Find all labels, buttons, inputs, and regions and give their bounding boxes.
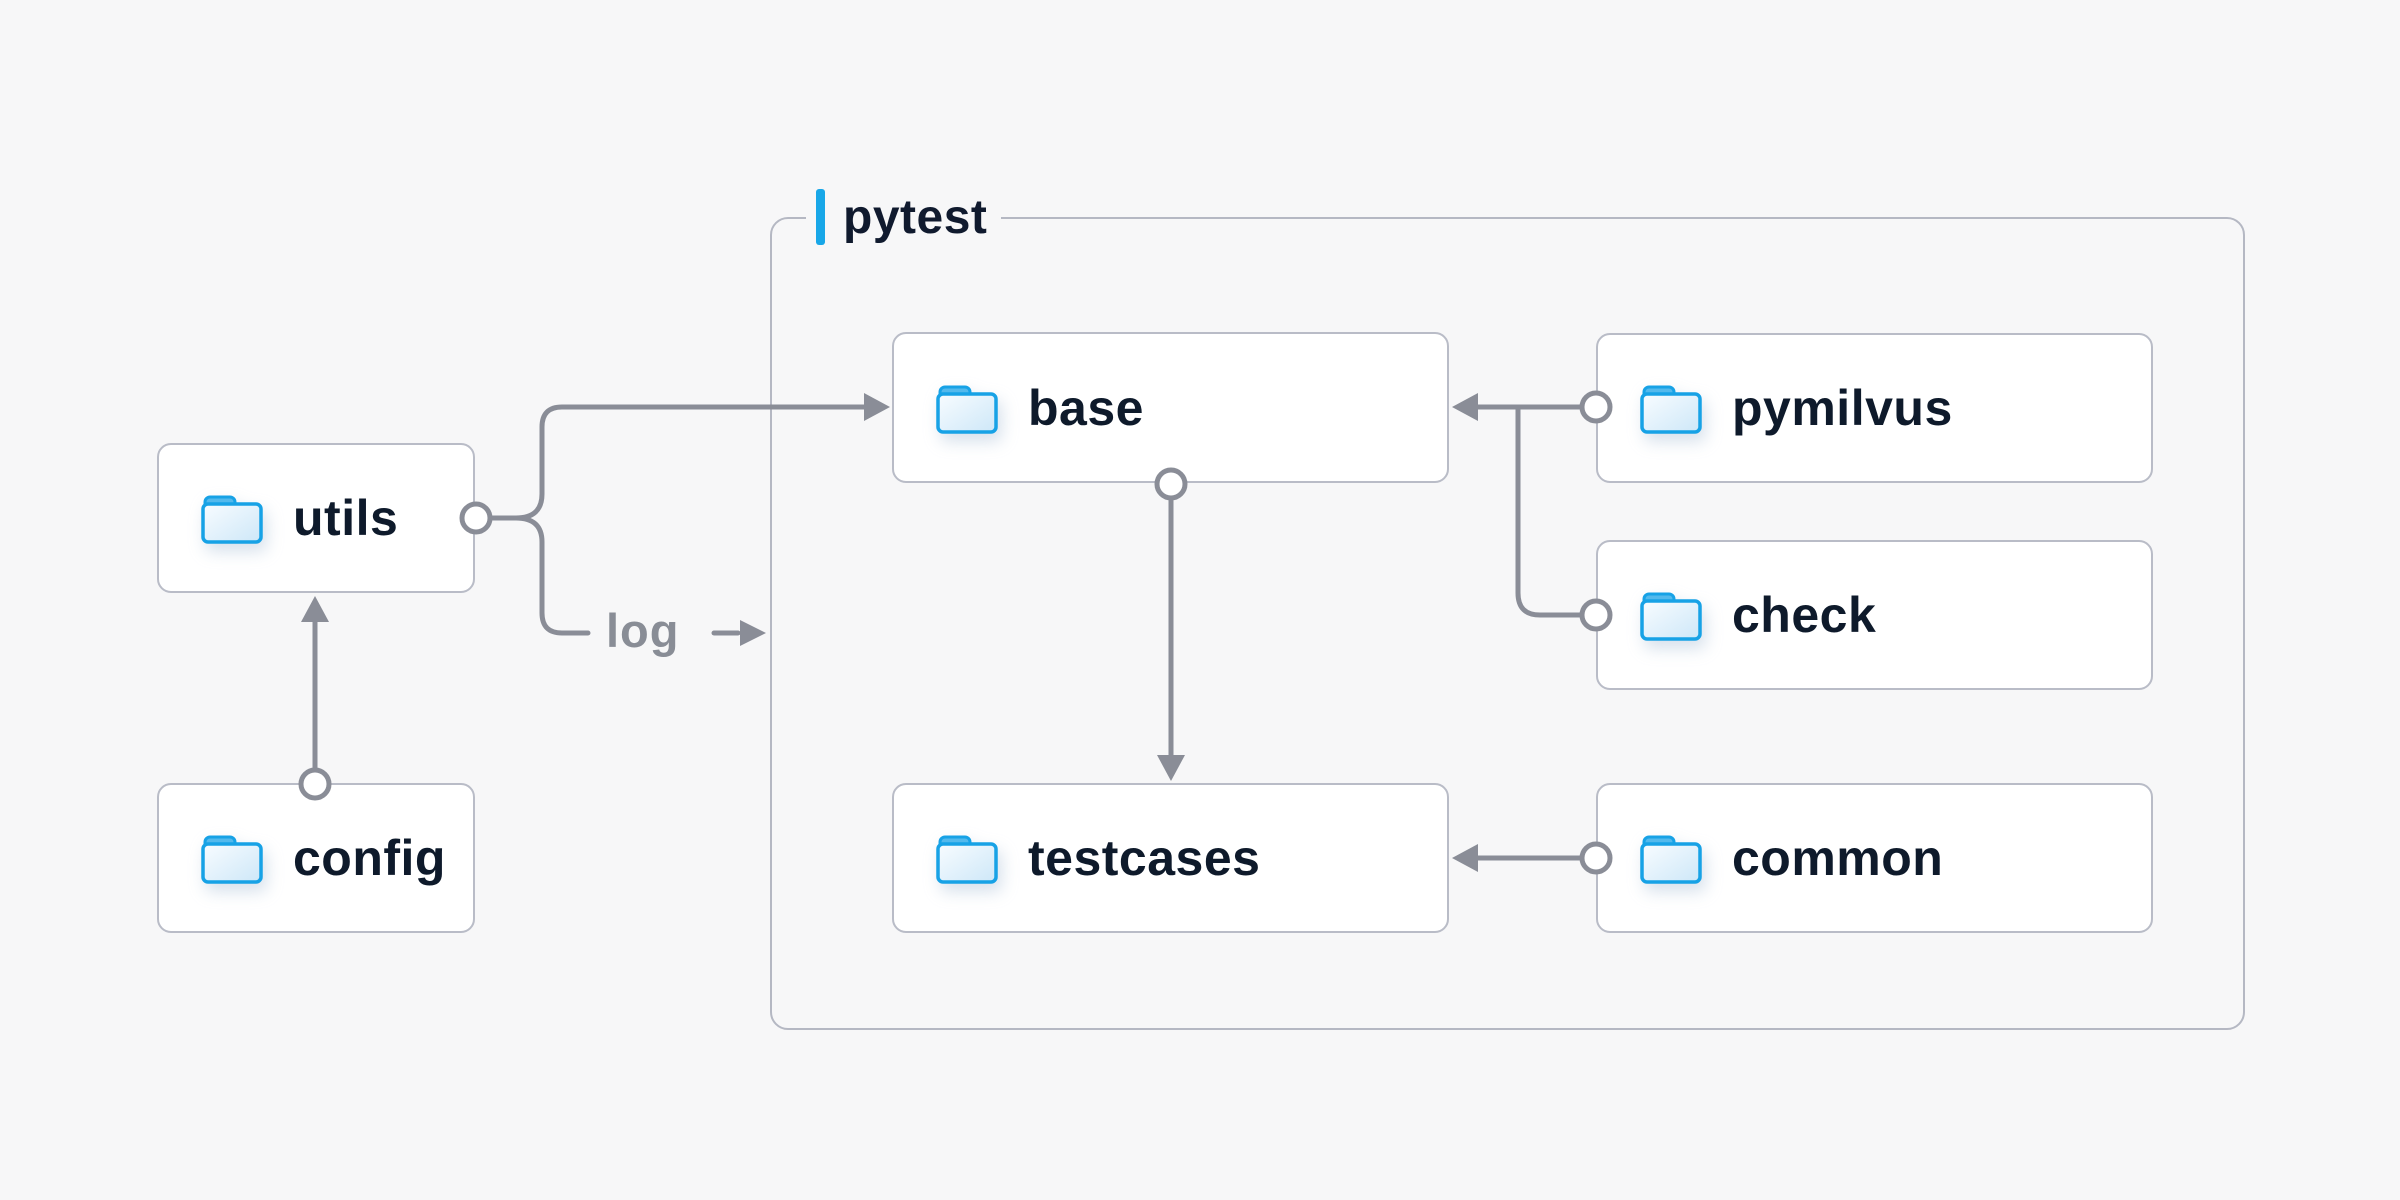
node-label: check	[1732, 587, 1877, 643]
folder-icon	[936, 835, 998, 884]
folder-icon	[201, 835, 263, 884]
node-label: testcases	[1028, 830, 1261, 886]
node-label: utils	[293, 490, 399, 546]
node-check[interactable]: check	[1596, 540, 2153, 690]
node-pymilvus[interactable]: pymilvus	[1596, 333, 2153, 483]
node-base[interactable]: base	[892, 332, 1449, 483]
node-label: common	[1732, 830, 1944, 886]
node-testcases[interactable]: testcases	[892, 783, 1449, 933]
pytest-group-title: pytest	[843, 190, 988, 244]
node-config[interactable]: config	[157, 783, 475, 933]
pytest-group-label: pytest	[806, 186, 1002, 248]
node-utils[interactable]: utils	[157, 443, 475, 593]
edge-label-log: log	[598, 603, 688, 658]
folder-icon	[1640, 385, 1702, 434]
folder-icon	[201, 495, 263, 544]
accent-bar	[816, 189, 825, 245]
node-common[interactable]: common	[1596, 783, 2153, 933]
node-label: base	[1028, 379, 1144, 436]
folder-icon	[1640, 835, 1702, 884]
edge-config-utils	[298, 596, 332, 801]
folder-icon	[1640, 592, 1702, 641]
folder-icon	[936, 385, 998, 434]
node-label: config	[293, 830, 446, 886]
pytest-group-container	[770, 217, 2245, 1030]
node-label: pymilvus	[1732, 380, 1953, 436]
